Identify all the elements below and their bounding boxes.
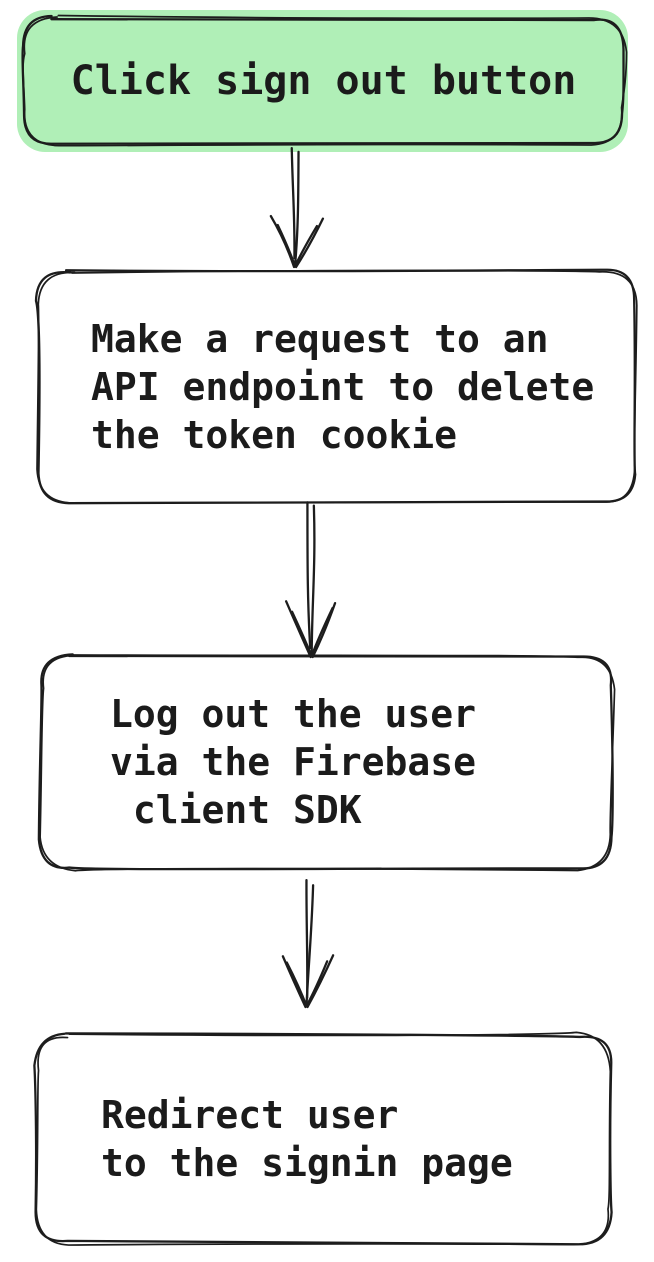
node-delete-token-cookie-request: Make a request to an API endpoint to del… <box>34 268 638 506</box>
node-click-sign-out: Click sign out button <box>17 10 628 152</box>
node-text-line: Make a request to an <box>91 317 549 361</box>
arrow-down-icon <box>281 878 335 1009</box>
node-firebase-client-signout: Log out the user via the Firebase client… <box>37 652 616 872</box>
node-redirect-signin: Redirect user to the signin page <box>33 1031 613 1246</box>
sketch-box-border <box>17 10 628 152</box>
node-label: Make a request to an API endpoint to del… <box>91 315 638 459</box>
arrow-down-icon <box>269 147 325 269</box>
node-text-line: the token cookie <box>91 413 458 457</box>
sketch-box-border <box>34 268 638 505</box>
sketch-box-border <box>37 653 616 872</box>
arrow-down-icon <box>284 501 337 659</box>
node-label: Log out the user via the Firebase client… <box>110 690 615 834</box>
node-text-line: client SDK <box>110 788 362 832</box>
node-text-line: Click sign out button <box>70 58 577 104</box>
node-text-line: via the Firebase <box>110 740 477 784</box>
sketch-box-border <box>33 1031 613 1246</box>
node-text-line: Redirect user <box>101 1093 399 1137</box>
node-text-line: to the signin page <box>101 1141 513 1185</box>
node-text-line: Log out the user <box>110 692 477 736</box>
node-label: Redirect user to the signin page <box>101 1091 613 1187</box>
node-label: Click sign out button <box>20 57 627 105</box>
node-text-line: API endpoint to delete <box>91 365 595 409</box>
